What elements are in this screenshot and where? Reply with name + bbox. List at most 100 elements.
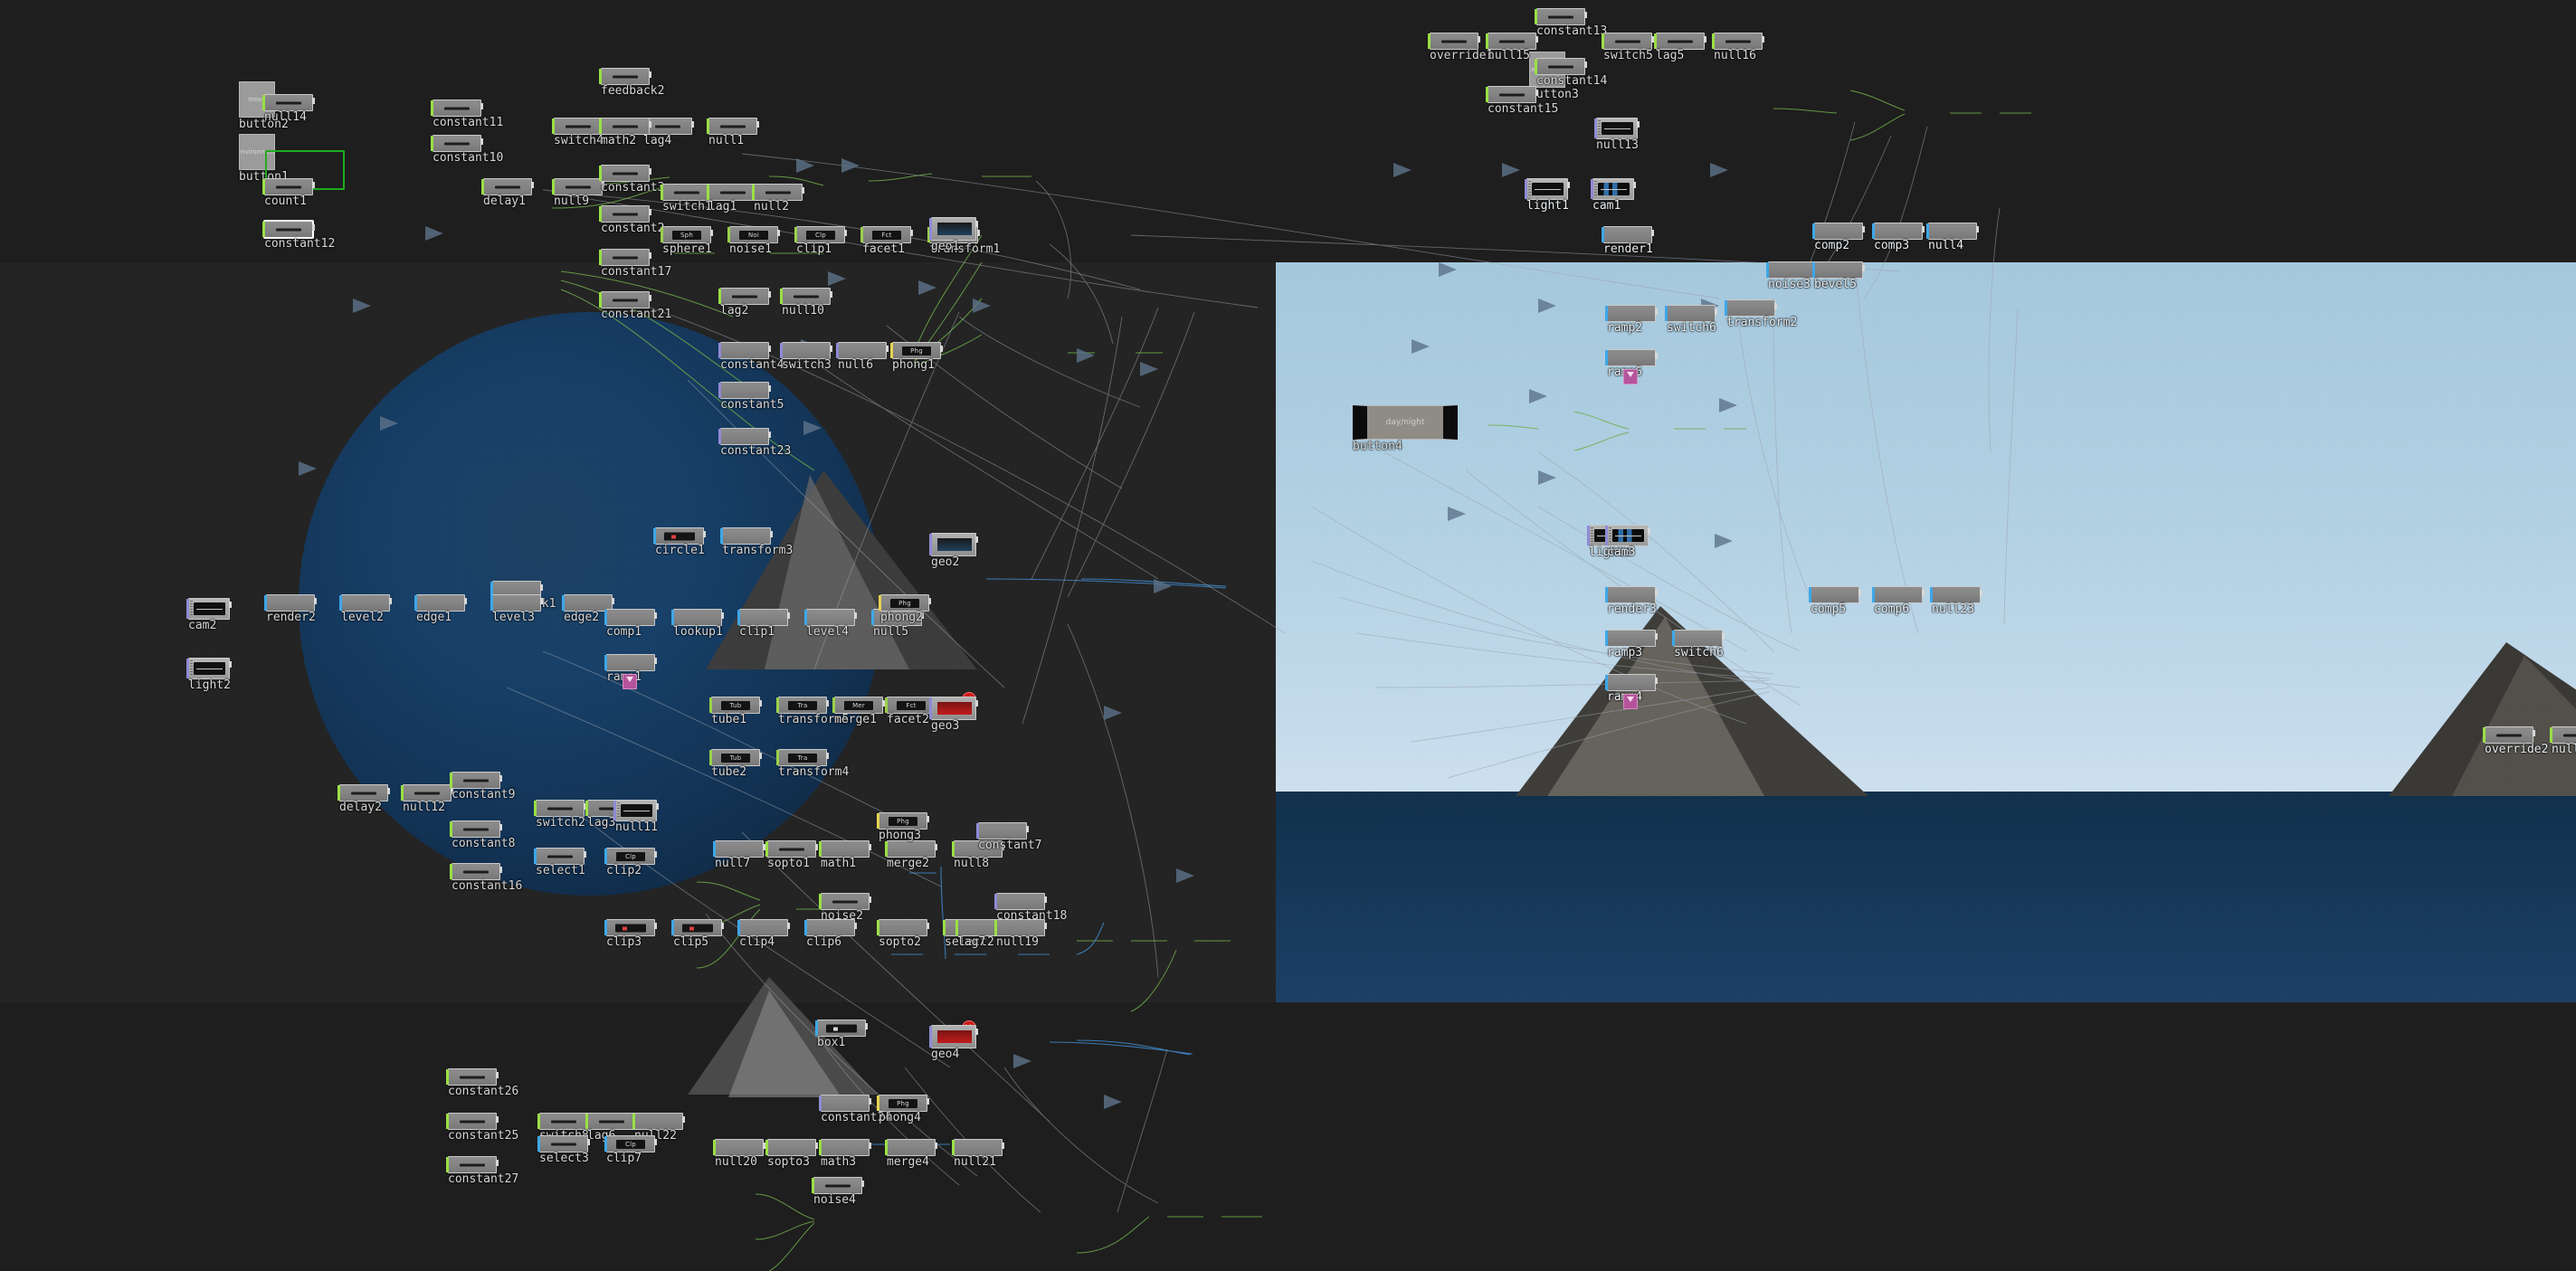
node-input-flag[interactable] — [707, 185, 709, 200]
node-output-flag[interactable] — [977, 230, 980, 236]
node-input-flag[interactable] — [994, 920, 997, 935]
node-circle1[interactable]: circle1 — [653, 527, 706, 556]
node-input-flag[interactable] — [952, 841, 955, 857]
node-output-flag[interactable] — [1655, 678, 1658, 684]
node-input-flag[interactable] — [718, 383, 721, 398]
node-constant18[interactable]: constant18 — [994, 893, 1067, 922]
node-output-flag[interactable] — [229, 602, 232, 608]
node-body-cam1[interactable] — [1591, 178, 1636, 200]
node-body-render1[interactable] — [1602, 226, 1654, 243]
node-input-flag[interactable] — [490, 595, 493, 611]
node-output-flag[interactable] — [656, 803, 659, 810]
node-input-flag[interactable] — [976, 823, 979, 839]
node-input-flag[interactable] — [707, 119, 709, 134]
node-body-phong1[interactable]: Phg — [890, 342, 943, 359]
node-input-flag[interactable] — [877, 813, 879, 829]
node-body-null11[interactable] — [613, 800, 659, 821]
node-null22[interactable]: null22 — [632, 1113, 685, 1142]
node-constant16[interactable]: constant16 — [450, 863, 522, 892]
node-input-flag[interactable] — [737, 920, 740, 935]
node-output-flag[interactable] — [649, 295, 651, 301]
node-output-flag[interactable] — [869, 1143, 871, 1149]
node-output-flag[interactable] — [451, 788, 453, 794]
node-body-geo1[interactable] — [929, 217, 978, 241]
node-body-switch2[interactable] — [534, 800, 586, 817]
node-body-comp2[interactable] — [1812, 223, 1865, 240]
node-input-flag[interactable] — [585, 1114, 588, 1129]
node-count1[interactable]: count1 — [262, 178, 315, 207]
node-output-flag[interactable] — [830, 346, 832, 352]
node-body-tube2[interactable]: Tub — [709, 749, 762, 766]
node-input-flag[interactable] — [604, 655, 607, 670]
node-constant4[interactable]: constant4 — [718, 342, 784, 371]
node-input-flag[interactable] — [661, 185, 663, 200]
node-constant13[interactable]: constant13 — [1535, 8, 1607, 37]
node-output-flag[interactable] — [480, 138, 483, 145]
node-input-flag[interactable] — [1654, 33, 1657, 49]
node-output-flag[interactable] — [910, 230, 913, 236]
node-output-flag[interactable] — [1655, 353, 1658, 359]
node-geo4[interactable]: geo4 — [929, 1020, 978, 1060]
node-body-constant5[interactable] — [718, 382, 771, 399]
node-body-transform4[interactable]: Tra — [776, 749, 829, 766]
node-input-flag[interactable] — [1665, 306, 1668, 321]
node-output-flag[interactable] — [869, 896, 871, 903]
node-body-null13[interactable] — [1594, 118, 1640, 139]
node-output-flag[interactable] — [499, 867, 502, 873]
node-input-flag[interactable] — [1605, 587, 1608, 602]
node-output-flag[interactable] — [768, 432, 771, 438]
node-null7[interactable]: null7 — [713, 840, 765, 869]
node-input-flag[interactable] — [1587, 526, 1590, 545]
node-body-lag6[interactable] — [585, 1113, 638, 1130]
node-select1[interactable]: select1 — [534, 848, 586, 877]
node-input-flag[interactable] — [713, 841, 716, 857]
node-output-flag[interactable] — [763, 844, 765, 850]
node-input-flag[interactable] — [1872, 223, 1875, 239]
node-output-flag[interactable] — [1976, 226, 1979, 232]
node-output-flag[interactable] — [975, 221, 978, 227]
node-input-flag[interactable] — [877, 920, 879, 935]
node-null18[interactable]: null18 — [2550, 726, 2576, 755]
node-edge1[interactable]: edge1 — [414, 594, 467, 623]
node-output-flag[interactable] — [787, 923, 790, 929]
node-output-flag[interactable] — [1774, 303, 1777, 309]
node-light2[interactable]: light2 — [186, 658, 232, 691]
node-output-flag[interactable] — [480, 103, 483, 109]
node-geo2[interactable]: geo2 — [929, 533, 978, 568]
node-output-flag[interactable] — [865, 1023, 868, 1029]
node-input-flag[interactable] — [885, 841, 888, 857]
node-output-flag[interactable] — [759, 753, 762, 759]
button-op-button4[interactable]: day/night button4 — [1353, 405, 1458, 453]
node-input-flag[interactable] — [661, 227, 663, 242]
node-geo3[interactable]: geo3 — [929, 692, 978, 732]
node-body-constant25[interactable] — [446, 1113, 499, 1130]
node-input-flag[interactable] — [446, 1069, 449, 1085]
node-input-flag[interactable] — [929, 218, 932, 240]
node-comp3[interactable]: comp3 — [1872, 223, 1925, 251]
node-body-noise1[interactable]: Noi — [727, 226, 780, 243]
node-constant24[interactable]: constant24 — [819, 1095, 891, 1124]
node-body-null14[interactable] — [262, 94, 315, 111]
node-clip1b[interactable]: clip1 — [737, 609, 790, 638]
node-constant11[interactable]: constant11 — [431, 100, 503, 128]
node-input-flag[interactable] — [599, 250, 602, 265]
node-output-flag[interactable] — [1584, 12, 1587, 18]
node-input-flag[interactable] — [1525, 179, 1527, 199]
node-output-flag[interactable] — [1044, 923, 1047, 929]
node-input-flag[interactable] — [1535, 59, 1537, 74]
node-input-flag[interactable] — [709, 750, 712, 765]
node-lag6[interactable]: lag6 — [585, 1113, 638, 1142]
node-body-box1[interactable] — [815, 1020, 868, 1037]
node-body-edge2[interactable] — [562, 594, 614, 612]
node-output-flag[interactable] — [691, 121, 694, 128]
node-body-null10[interactable] — [780, 288, 832, 305]
node-input-flag[interactable] — [1809, 587, 1811, 602]
node-input-flag[interactable] — [780, 289, 783, 304]
node-body-geo4[interactable] — [929, 1025, 978, 1048]
node-input-flag[interactable] — [599, 166, 602, 181]
node-input-flag[interactable] — [1812, 223, 1815, 239]
node-null4[interactable]: null4 — [1926, 223, 1979, 251]
node-body-transform3[interactable] — [720, 527, 773, 545]
